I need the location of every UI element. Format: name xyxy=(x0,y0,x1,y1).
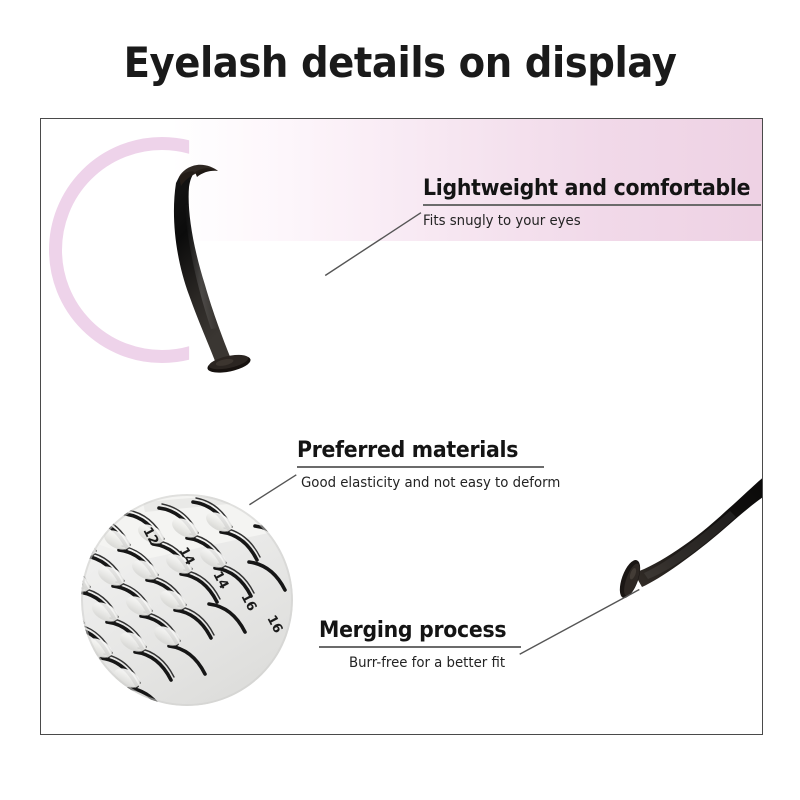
feature-materials-subtitle: Good elasticity and not easy to deform xyxy=(301,474,561,491)
hero-eyelash-image xyxy=(119,153,299,383)
page-title: Eyelash details on display xyxy=(123,38,677,87)
feature-merging-subtitle: Burr-free for a better fit xyxy=(349,654,506,671)
lash-tray-circular-photo: 12 14 14 16 16 xyxy=(81,494,293,706)
feature-materials-heading: Preferred materials xyxy=(297,438,519,463)
feature-merging-rule xyxy=(319,646,521,648)
feature-materials-rule xyxy=(297,466,544,468)
feature-lightweight-subtitle: Fits snugly to your eyes xyxy=(423,212,581,229)
content-frame: 12 14 14 16 16 Lightweight and comfortab… xyxy=(40,118,763,735)
leader-line-materials xyxy=(249,474,297,506)
feature-lightweight-heading: Lightweight and comfortable xyxy=(423,176,751,201)
eyelash-base-closeup-image xyxy=(598,469,762,609)
feature-materials: Preferred materials Good elasticity and … xyxy=(297,439,574,491)
feature-merging: Merging process Burr-free for a better f… xyxy=(319,619,521,671)
feature-lightweight-rule xyxy=(423,204,761,206)
feature-lightweight: Lightweight and comfortable Fits snugly … xyxy=(423,176,762,229)
feature-merging-heading: Merging process xyxy=(319,618,507,643)
